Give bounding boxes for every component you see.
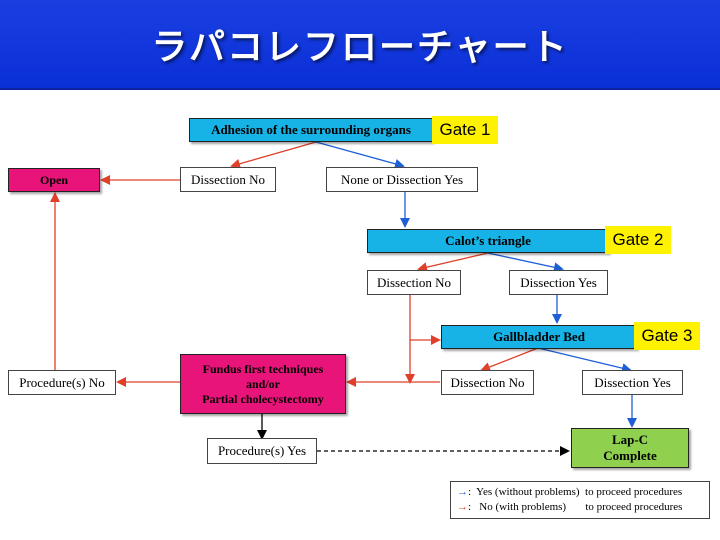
legend-no-text: : No (with problems) to proceed procedur… xyxy=(468,501,683,513)
legend-row-yes: → : Yes (without problems) to proceed pr… xyxy=(457,485,703,500)
node-procedures-no: Procedure(s) No xyxy=(8,370,116,395)
arrow-calot-to-dissection-no xyxy=(417,252,489,273)
node-dissection-no-2: Dissection No xyxy=(367,270,461,295)
node-none-or-dissection-yes: None or Dissection Yes xyxy=(326,167,478,192)
title-bar: ラパコレフローチャート xyxy=(0,0,720,90)
node-fundus-line2: and/or xyxy=(245,376,280,391)
node-lapc-line1: Lap-C xyxy=(611,432,649,447)
legend: → : Yes (without problems) to proceed pr… xyxy=(450,481,710,519)
node-dissection-yes-2-label: Dissection Yes xyxy=(520,274,597,290)
node-dissection-yes-3-label: Dissection Yes xyxy=(594,374,671,390)
node-procedures-yes: Procedure(s) Yes xyxy=(207,438,317,464)
node-lapc-complete: Lap-C Complete xyxy=(571,428,689,468)
node-dissection-yes-3: Dissection Yes xyxy=(582,370,683,395)
gate-2-label: Gate 2 xyxy=(605,226,671,254)
node-fundus-line3: Partial cholecystectomy xyxy=(202,391,324,406)
node-adhesion: Adhesion of the surrounding organs xyxy=(189,118,433,142)
arrow-adhesion-to-none-yes xyxy=(315,141,405,169)
node-dissection-no-3: Dissection No xyxy=(441,370,534,395)
node-calots-triangle-label: Calot’s triangle xyxy=(445,233,531,248)
node-gallbladder-bed: Gallbladder Bed xyxy=(441,325,637,349)
node-dissection-yes-2: Dissection Yes xyxy=(509,270,608,295)
node-adhesion-label: Adhesion of the surrounding organs xyxy=(211,122,411,137)
legend-yes-text: : Yes (without problems) to proceed proc… xyxy=(468,486,683,498)
node-procedures-yes-label: Procedure(s) Yes xyxy=(217,443,307,458)
arrow-calot-to-dissection-yes xyxy=(487,252,564,273)
blue-arrow-icon: → xyxy=(457,486,468,498)
node-dissection-no-3-label: Dissection No xyxy=(450,374,525,390)
node-dissection-no-1: Dissection No xyxy=(180,167,276,192)
red-arrow-icon: → xyxy=(457,501,468,513)
node-fundus-first: Fundus first techniques and/or Partial c… xyxy=(180,354,346,414)
gate-3-label: Gate 3 xyxy=(634,322,700,350)
node-open-label: Open xyxy=(39,172,68,187)
node-calots-triangle: Calot’s triangle xyxy=(367,229,609,253)
gate-1-label: Gate 1 xyxy=(432,116,498,144)
node-open: Open xyxy=(8,168,100,192)
legend-row-no: → : No (with problems) to proceed proced… xyxy=(457,500,703,515)
arrow-adhesion-to-dissection-no xyxy=(230,141,317,169)
node-none-or-dissection-yes-label: None or Dissection Yes xyxy=(340,171,464,187)
arrow-bed-to-dissection-yes xyxy=(537,347,632,374)
node-dissection-no-2-label: Dissection No xyxy=(376,274,452,290)
node-lapc-line2: Complete xyxy=(603,448,657,463)
node-gallbladder-bed-label: Gallbladder Bed xyxy=(493,329,585,344)
node-procedures-no-label: Procedure(s) No xyxy=(19,374,105,390)
node-fundus-line1: Fundus first techniques xyxy=(202,361,324,376)
page-title: ラパコレフローチャート xyxy=(151,27,569,68)
node-dissection-no-1-label: Dissection No xyxy=(190,171,266,187)
arrow-bed-to-dissection-no xyxy=(480,347,539,372)
